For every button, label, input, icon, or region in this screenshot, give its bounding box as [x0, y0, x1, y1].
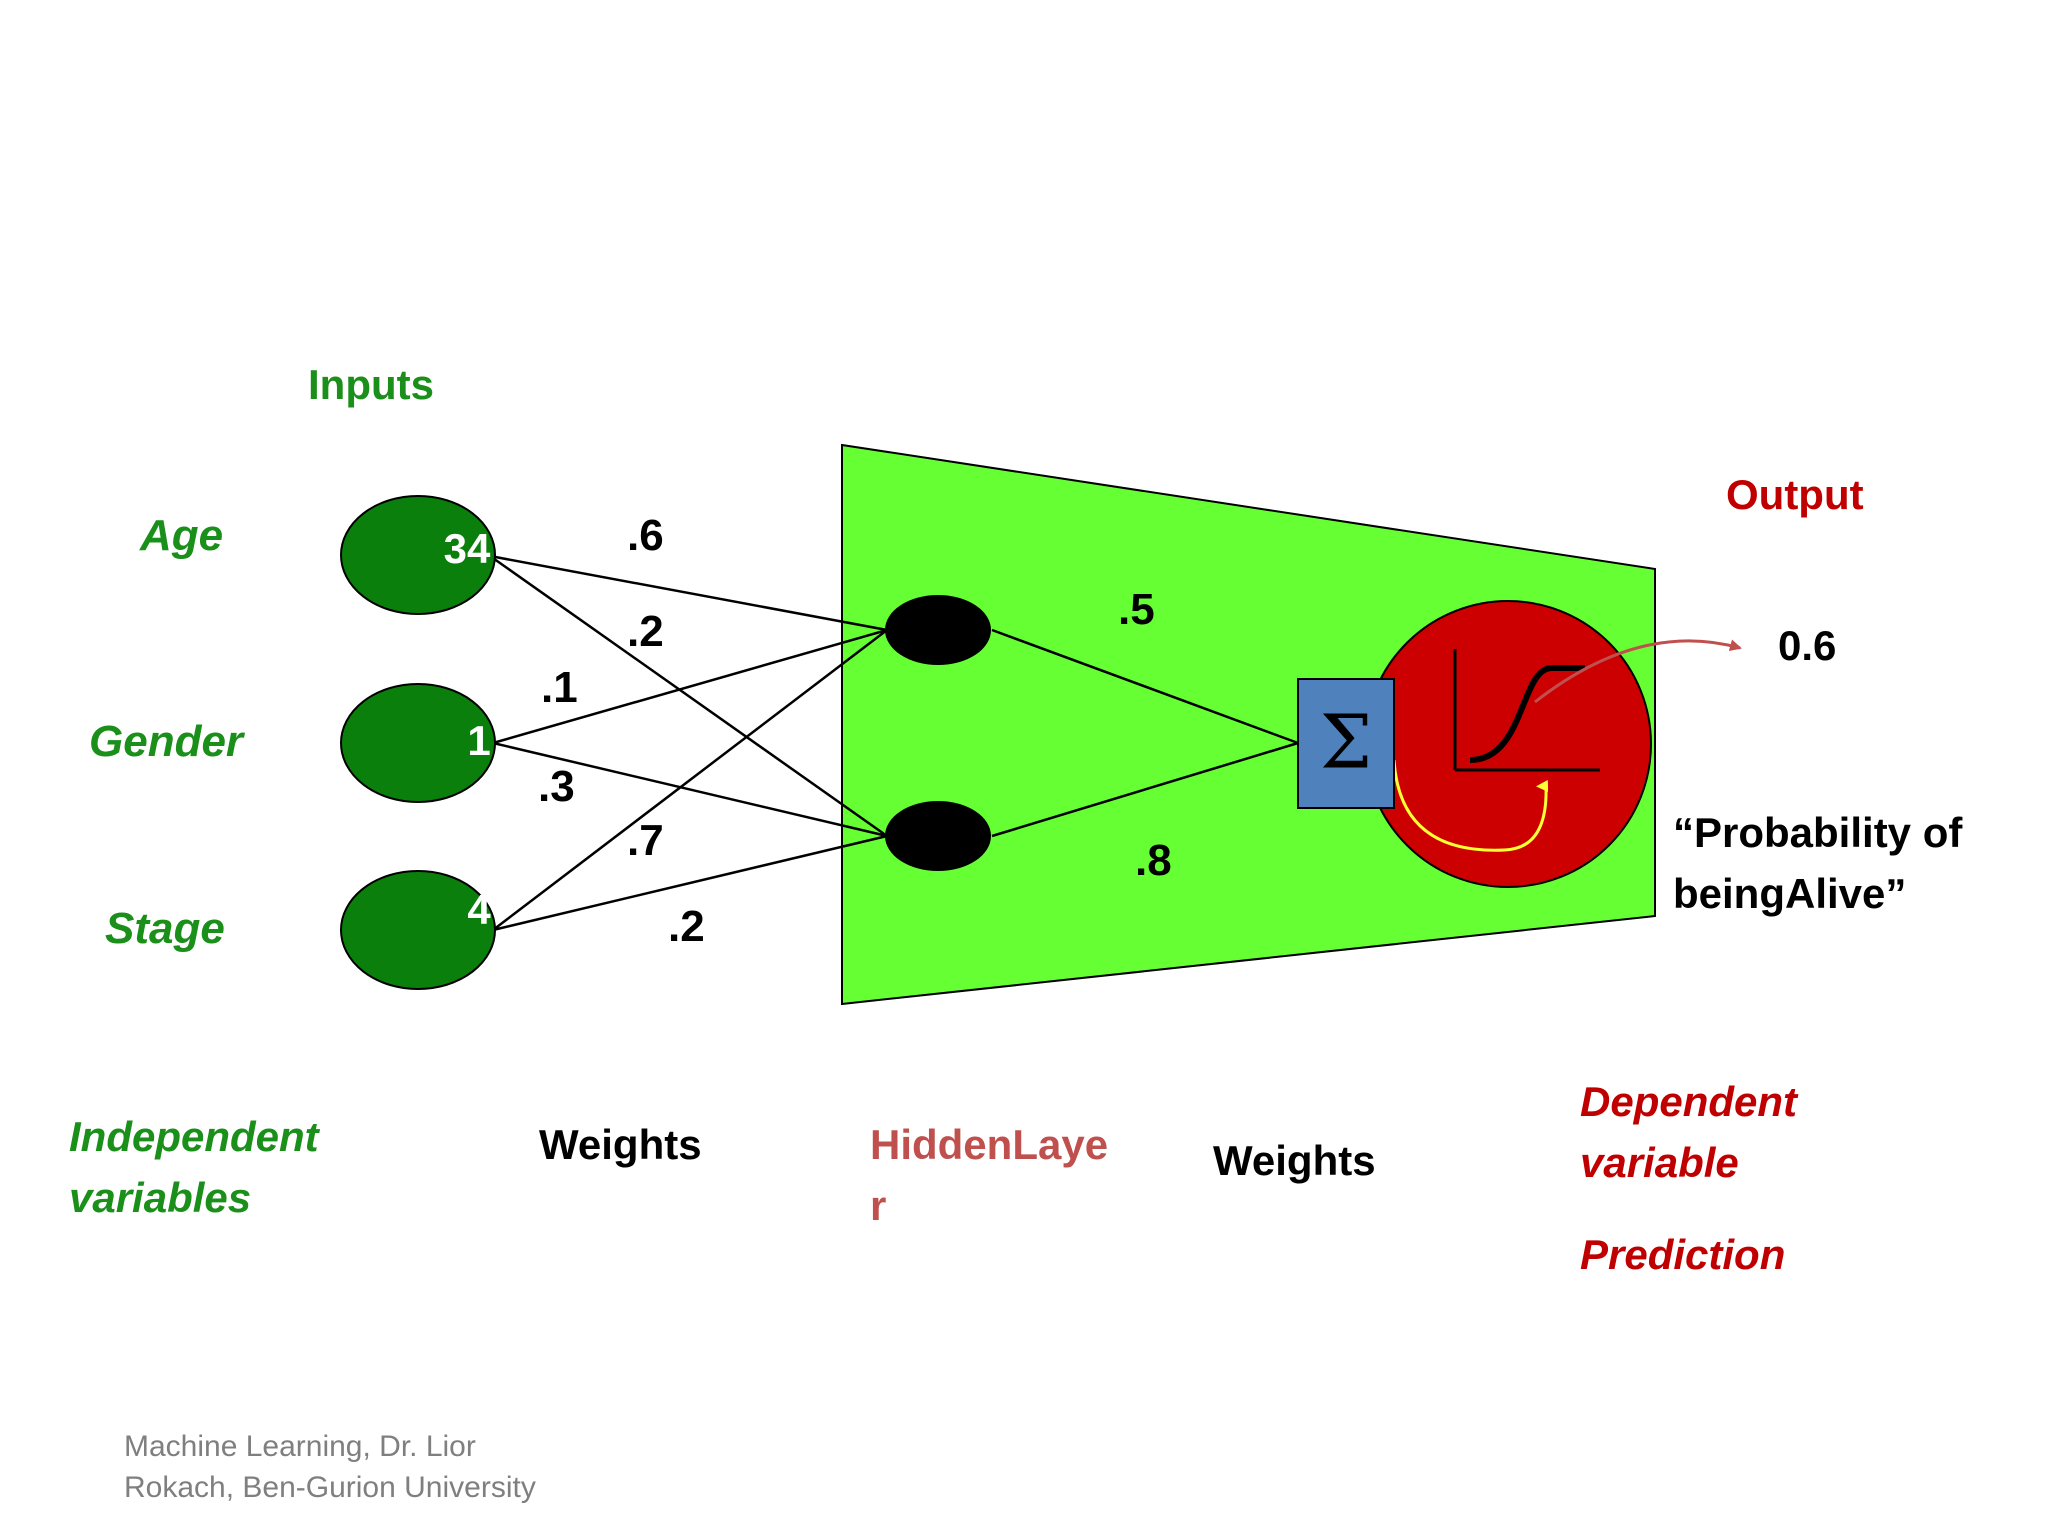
input-label-stage: Stage	[105, 904, 225, 953]
weight-label: .5	[1118, 585, 1155, 634]
output-description-line2: beingAlive”	[1673, 870, 1907, 917]
dependent-variable-line2: variable	[1580, 1139, 1739, 1186]
output-heading: Output	[1726, 471, 1864, 518]
input-node-gender	[340, 683, 496, 803]
weight-label: .2	[627, 607, 664, 656]
inputs-heading: Inputs	[308, 361, 434, 408]
activation-arrow	[1392, 759, 1549, 852]
hidden-node-2	[885, 801, 991, 871]
weight-label: .7	[627, 816, 664, 865]
weight-label: .8	[1135, 836, 1172, 885]
weight-label: .3	[538, 762, 575, 811]
connection-age-hidden1	[489, 554, 888, 632]
hidden-layer-label-line1: HiddenLaye	[870, 1121, 1109, 1168]
input-label-gender: Gender	[89, 717, 244, 766]
dependent-variable-line1: Dependent	[1580, 1078, 1798, 1125]
hidden-node-1	[885, 595, 991, 665]
summation-symbol: Σ	[1320, 699, 1372, 785]
hidden-layer-label-line2: r	[870, 1182, 887, 1229]
output-value: 0.6	[1778, 622, 1837, 669]
connection-gender-hidden2	[492, 741, 888, 838]
weights-label-right: Weights	[1213, 1137, 1376, 1184]
connection-stage-hidden1	[492, 629, 888, 931]
prediction-label: Prediction	[1580, 1231, 1786, 1278]
input-connections	[489, 554, 888, 932]
input-node-stage	[340, 870, 496, 990]
independent-variables-line1: Independent	[69, 1113, 319, 1160]
footer-line2: Rokach, Ben-Gurion University	[124, 1471, 536, 1504]
connection-hidden1-sum	[991, 628, 1299, 745]
connection-age-hidden2	[489, 554, 888, 838]
connection-hidden2-sum	[991, 741, 1299, 838]
input-label-age: Age	[140, 511, 224, 560]
output-arrow	[1534, 639, 1742, 704]
weights-label-left: Weights	[539, 1121, 702, 1168]
input-node-age	[340, 495, 496, 615]
weight-label: .2	[668, 902, 705, 951]
weight-label: .6	[627, 511, 664, 560]
input-value-age: 34	[444, 525, 491, 572]
summation-box	[1297, 678, 1395, 809]
footer-line1: Machine Learning, Dr. Lior	[124, 1430, 476, 1463]
output-description-line1: “Probability of	[1673, 809, 1963, 856]
independent-variables-line2: variables	[69, 1174, 252, 1221]
input-value-stage: 4	[467, 886, 491, 933]
output-node	[1364, 600, 1652, 888]
connection-stage-hidden2	[492, 834, 888, 932]
sigmoid-graph-icon	[1453, 649, 1600, 772]
weight-label: .1	[541, 663, 578, 712]
input-value-gender: 1	[467, 717, 490, 764]
connection-gender-hidden1	[492, 628, 888, 745]
hidden-connections	[991, 628, 1299, 838]
